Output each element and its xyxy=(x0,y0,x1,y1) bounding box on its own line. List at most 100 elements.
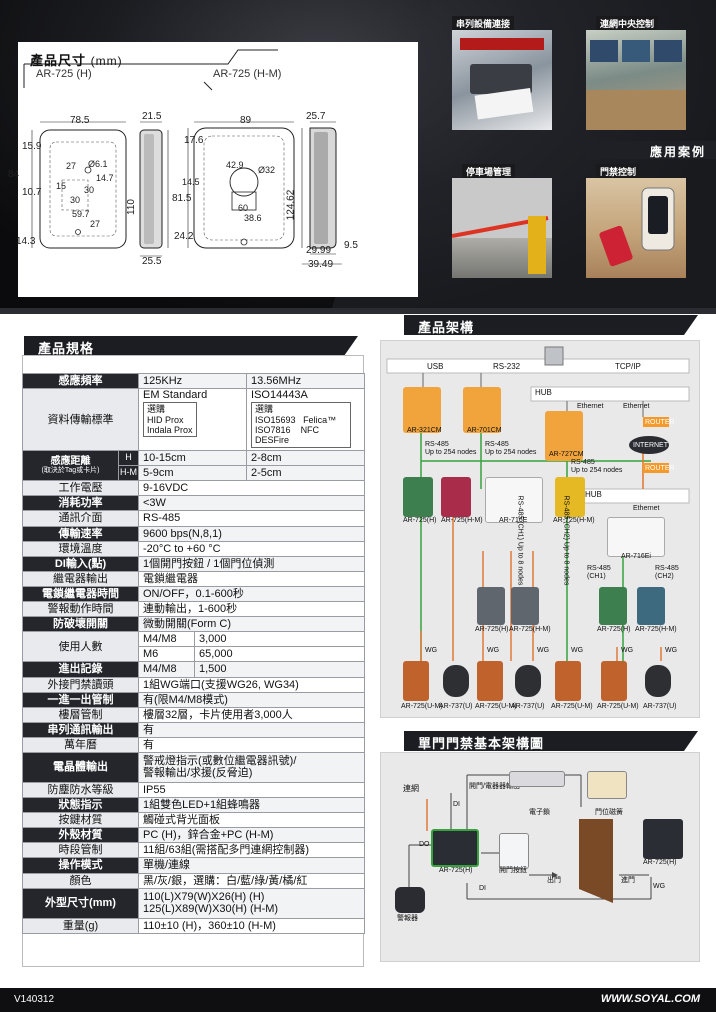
dim-label: 110 xyxy=(125,199,137,215)
ar725hm-device xyxy=(441,477,471,517)
device-label: AR-716E xyxy=(499,517,528,524)
optional-standards-em: 選購 HID Prox Indala Prox xyxy=(143,402,197,438)
photo-label-door: 門禁控制 xyxy=(596,164,641,178)
dim-label: 30 xyxy=(70,195,81,205)
ar725h-device xyxy=(599,587,627,625)
wg-label: WG xyxy=(487,647,500,654)
ar725u-device xyxy=(403,661,429,701)
serial-device-photo xyxy=(452,30,552,130)
photo-label-central: 連網中央控制 xyxy=(596,16,659,30)
table-row: 操作模式單機/連線 xyxy=(22,857,366,874)
internet-label: INTERNET xyxy=(633,442,668,449)
ar716e-device xyxy=(485,477,543,523)
nodes-label: Up to 254 nodes xyxy=(485,449,537,456)
device-label: AR-725(U-M) xyxy=(551,703,593,710)
nodes-label: Up to 254 nodes xyxy=(425,449,477,456)
device-label: AR-725(H-M) xyxy=(553,517,595,524)
model-h-label: AR-725 (H) xyxy=(36,68,92,80)
dim-label: 59.7 xyxy=(72,209,90,219)
ar725hm-yellow-device xyxy=(555,477,585,517)
usb-label: USB xyxy=(427,362,444,371)
optional-standards-hf: 選購 ISO15693 Felica™ ISO7816 NFC DESFire xyxy=(251,402,352,448)
dim-label: 124.62 xyxy=(285,189,297,221)
table-row: H-M 5-9cm 2-5cm xyxy=(23,465,366,482)
di-label: DI xyxy=(453,801,460,808)
network-label: 連網 xyxy=(403,784,419,793)
wg-label: WG xyxy=(537,647,550,654)
device-label: AR-725(H-M) xyxy=(635,626,677,633)
electric-lock-device xyxy=(509,771,565,787)
ch1-label: (CH1) xyxy=(587,573,606,580)
dim-label: 42.9 xyxy=(226,160,244,170)
ch2-label: (CH2) xyxy=(655,573,674,580)
do-label: DO xyxy=(419,841,430,848)
table-row: 顏色黑/灰/銀，選購：白/藍/綠/黃/橘/紅 xyxy=(22,872,366,889)
wg-label: WG xyxy=(571,647,584,654)
table-row: 繼電器輸出電鎖繼電器 xyxy=(22,570,366,587)
ar725u-device xyxy=(555,661,581,701)
reader-device-outside xyxy=(643,819,683,859)
device-label: AR-737(U) xyxy=(643,703,677,710)
device-label: AR-725(H) xyxy=(403,517,437,524)
table-row: 消耗功率<3W xyxy=(22,495,366,512)
photo-label-serial: 串列設備連接 xyxy=(452,16,515,30)
router-label: ROUTER xyxy=(645,465,675,472)
dim-label: 27 xyxy=(66,161,77,171)
ar737u-device xyxy=(443,665,469,697)
table-row: 萬年曆有 xyxy=(22,736,366,753)
ar716ei-device xyxy=(607,517,665,557)
rs485-label: RS-485 xyxy=(655,565,679,572)
ar725u-device xyxy=(477,661,503,701)
exit-label: 出門 xyxy=(547,877,561,884)
single-door-diagram: 連網 開門/電器器輸出 DI DO DI 電子鎖 門位磁簧 AR-725(H) … xyxy=(380,752,700,962)
tcpip-label: TCP/IP xyxy=(615,362,641,371)
reader-label: AR-725(H) xyxy=(439,867,473,874)
dim-label: 14.7 xyxy=(96,173,114,183)
table-row: 按鍵材質觸碰式背光面板 xyxy=(22,812,366,829)
ar737u-device xyxy=(515,665,541,697)
ar725h-device xyxy=(477,587,505,625)
table-row: 串列通訊輸出有 xyxy=(22,721,366,738)
ar737u-device xyxy=(645,665,671,697)
wg-label: WG xyxy=(653,883,666,890)
ar727cm-label: AR-727CM xyxy=(549,451,584,458)
parking-photo xyxy=(452,178,552,278)
dim-label: 10.7 xyxy=(22,187,42,198)
lock-label: 電子鎖 xyxy=(529,809,550,816)
single-door-header: 單門門禁基本架構圖 xyxy=(404,731,698,751)
table-row: 防破壞開關微動開關(Form C) xyxy=(22,616,366,633)
dim-label: 60 xyxy=(238,203,249,213)
dim-label: 27 xyxy=(90,219,101,229)
ar321cm-device xyxy=(403,387,441,433)
ar725hm-device xyxy=(511,587,539,625)
device-label: AR-725(H-M) xyxy=(509,626,551,633)
ch2-label: RS-485 (CH2) Up to 8 nodes xyxy=(562,495,570,586)
table-row: 重量(g)110±10 (H)，360±10 (H-M) xyxy=(22,917,366,934)
table-row: 樓層管制樓層32層，卡片使用者3,000人 xyxy=(22,706,366,723)
dim-label: 39.49 xyxy=(308,259,334,270)
dim-label: 14.3 xyxy=(16,236,36,247)
ar727cm-device xyxy=(545,411,583,461)
lock-output-label: 開門/電器器輸出 xyxy=(469,783,520,790)
ar725h-device xyxy=(403,477,433,517)
dim-label: 15.9 xyxy=(22,141,42,152)
table-row: 感應頻率 125KHz 13.56MHz xyxy=(22,372,366,390)
dim-label: 38.6 xyxy=(244,213,262,223)
device-label: AR-737(U) xyxy=(439,703,473,710)
dimensions-drawing xyxy=(23,49,342,265)
dim-label: 29.99 xyxy=(306,245,332,256)
dim-label: Ø32 xyxy=(258,165,276,175)
rs485-label: RS-485 xyxy=(425,441,449,448)
device-label: AR-725(U-M) xyxy=(475,703,517,710)
device-label: AR-725(H-M) xyxy=(441,517,483,524)
model-hm-label: AR-725 (H-M) xyxy=(213,68,282,80)
table-row: 環境溫度-20°C to +60 °C xyxy=(22,540,366,557)
website-link[interactable]: WWW.SOYAL.COM xyxy=(600,993,700,1005)
ar701cm-label: AR-701CM xyxy=(467,427,502,434)
wg-label: WG xyxy=(425,647,438,654)
